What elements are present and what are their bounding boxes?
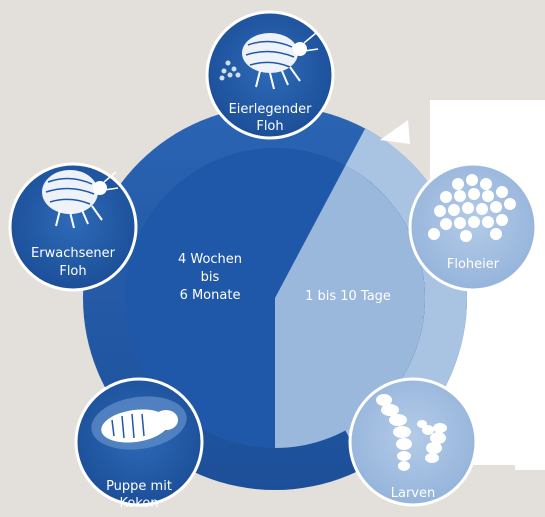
stage-label-line-2: Floh [256,119,283,134]
duration-dark-line-3: 6 Monate [180,288,241,303]
cocoon-icon [91,396,187,450]
larvae-icon [376,394,447,471]
stage-label-line-1: Floheier [447,257,500,272]
stage-adult-flea: Erwachsener Floh [8,162,138,292]
eggs-icon [428,174,516,242]
stage-label-line-1: Puppe mit [106,479,172,494]
stage-flea-eggs: Floheier [408,162,538,292]
stage-egg-laying-flea: Eierlegender Floh [205,10,335,140]
stage-label-line-2: Kokon [119,496,158,511]
stage-pupa: Puppe mit Kokon [74,377,204,511]
duration-light-text: 1 bis 10 Tage [305,289,391,304]
flea-icon [42,170,119,229]
stage-label-line-1: Eierlegender [229,102,313,117]
flea-laying-eggs-icon [219,32,319,90]
duration-dark-line-2: bis [201,270,220,285]
duration-dark-line-1: 4 Wochen [178,252,242,267]
direction-arrow-icon [380,120,410,144]
stage-label-line-1: Erwachsener [31,246,116,261]
stage-label-line-2: Floh [59,264,86,279]
stage-label-line-1: Larven [391,486,435,501]
inner-disk-light-sector [275,165,425,448]
stage-larvae: Larven [348,377,478,507]
